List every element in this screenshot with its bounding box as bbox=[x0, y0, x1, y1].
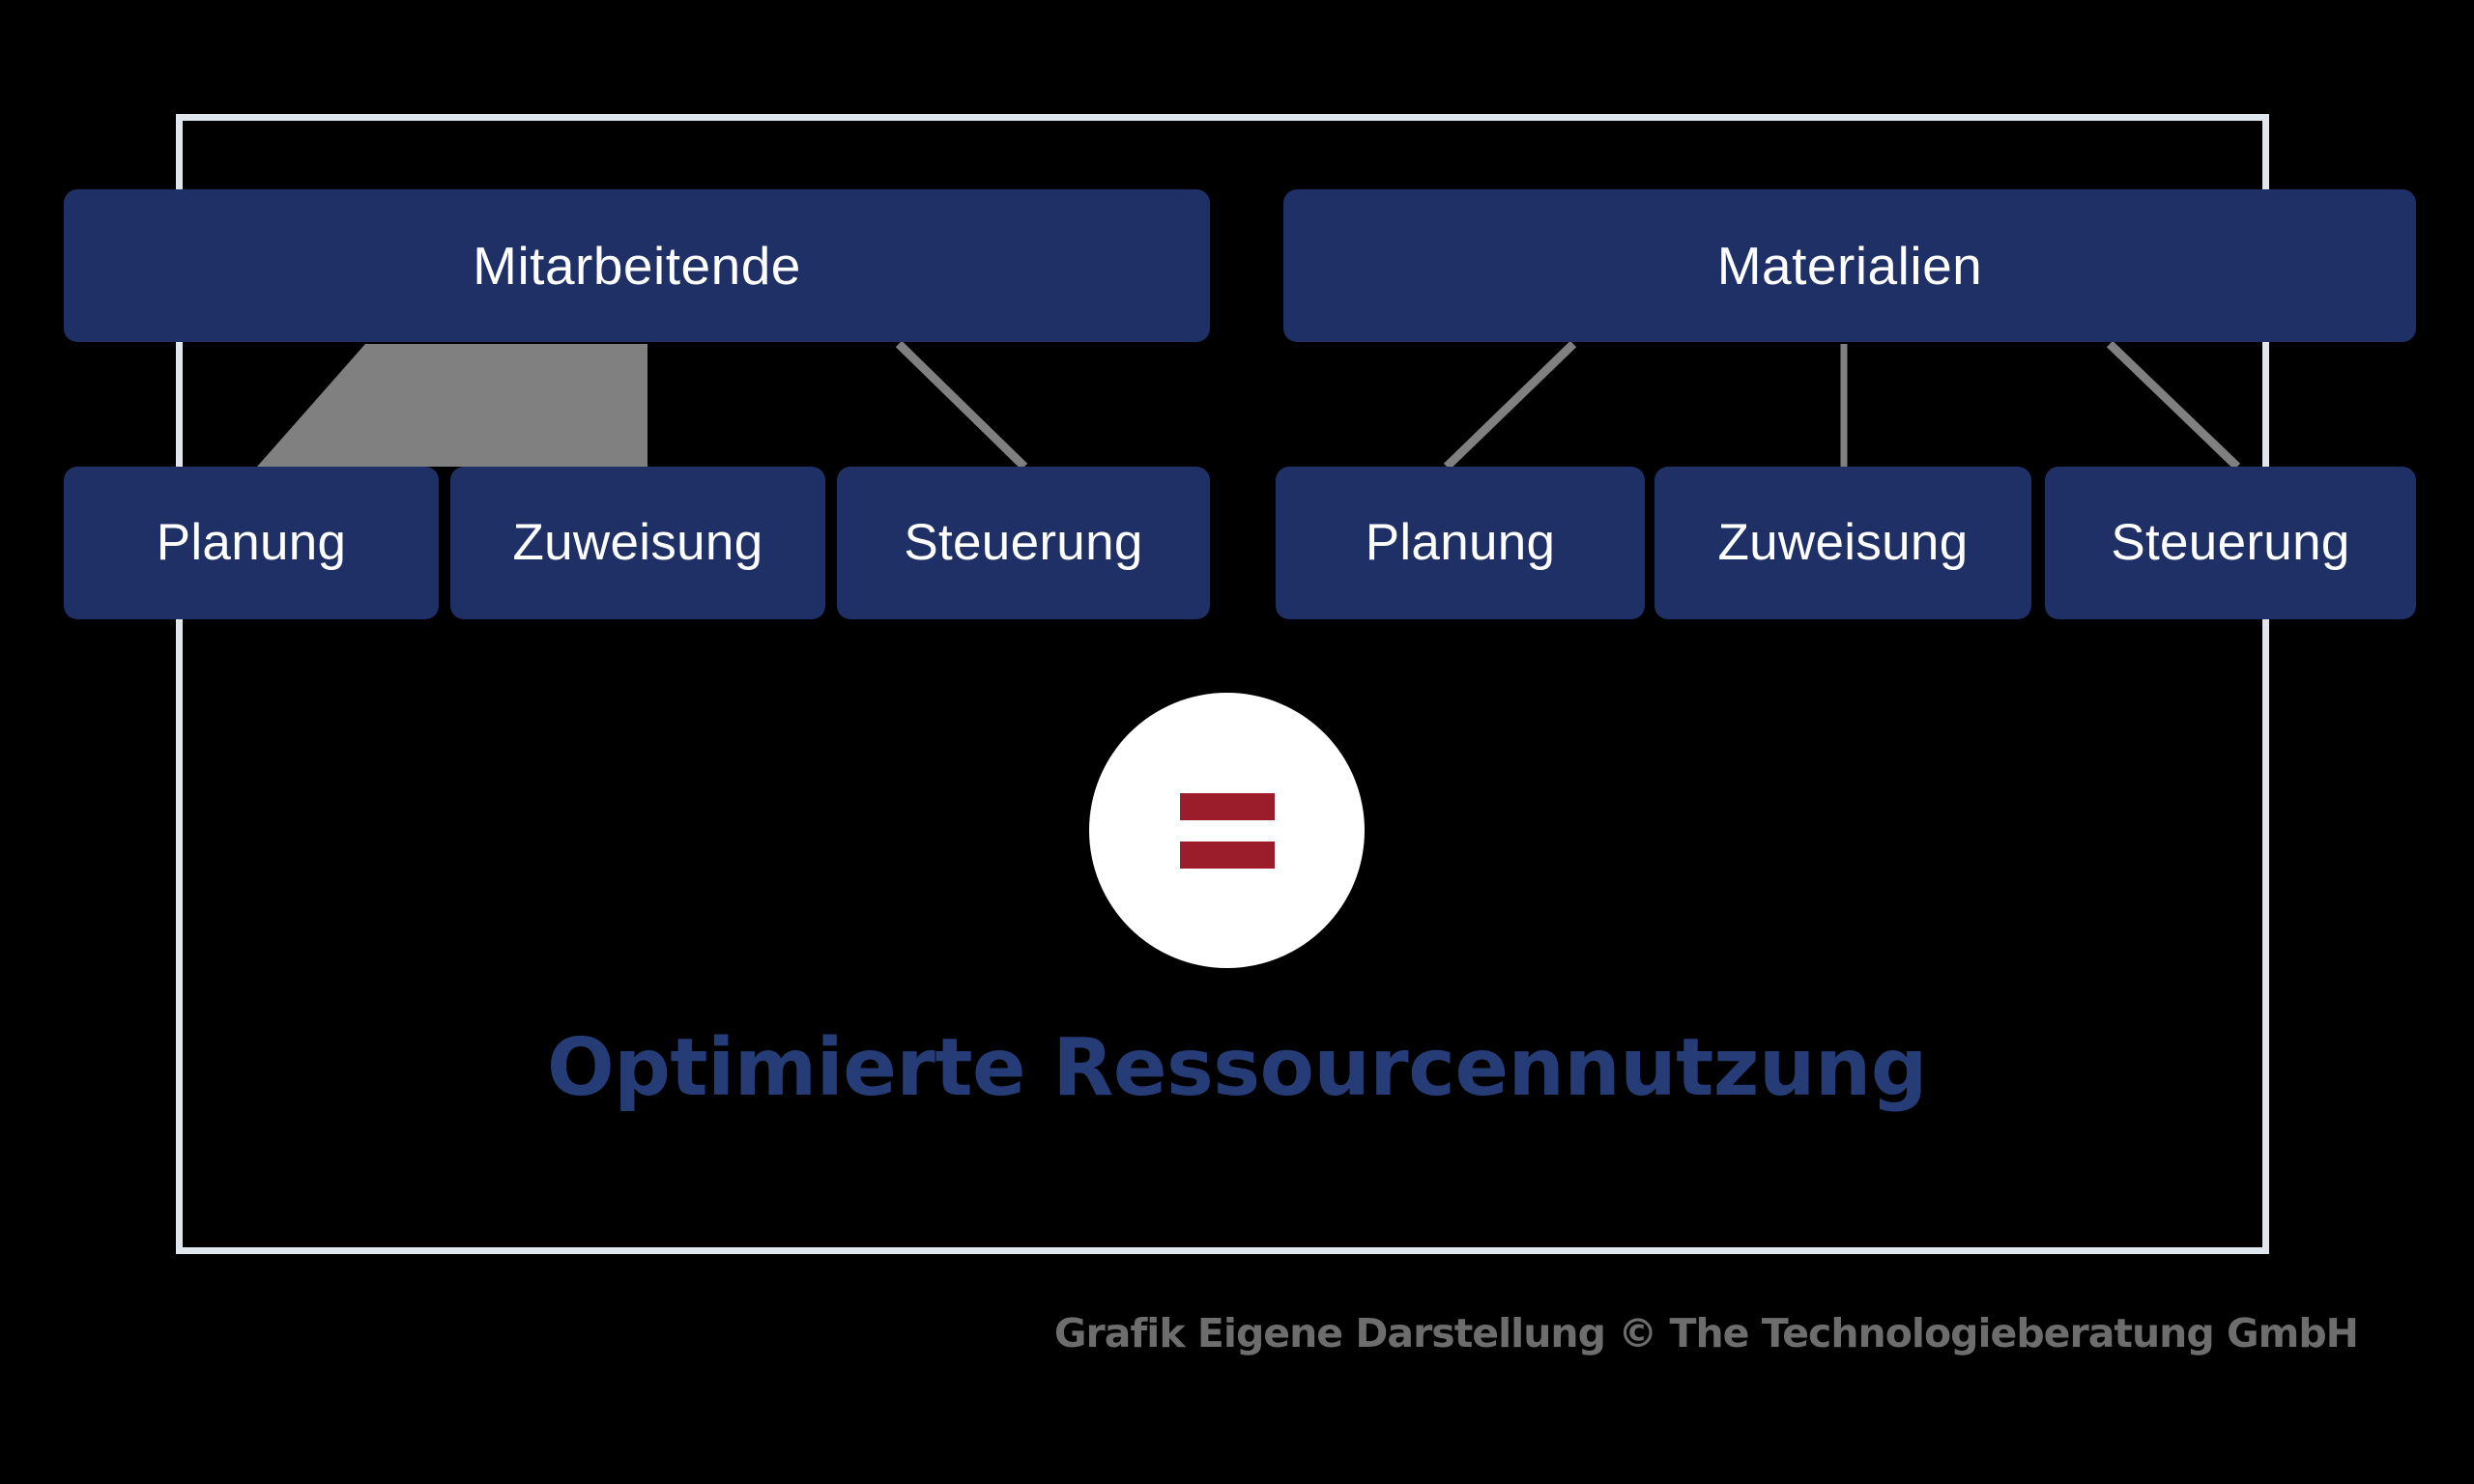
footer-credit: Grafik Eigene Darstellung © The Technolo… bbox=[1053, 1310, 2359, 1356]
node-mitarbeitende-steuerung-label: Steuerung bbox=[904, 513, 1143, 571]
node-materialien-steuerung-label: Steuerung bbox=[2111, 513, 2350, 571]
node-materialien[interactable]: Materialien bbox=[1283, 189, 2416, 342]
node-materialien-planung-label: Planung bbox=[1365, 513, 1556, 571]
node-mitarbeitende-zuweisung[interactable]: Zuweisung bbox=[450, 467, 825, 619]
node-mitarbeitende-planung-label: Planung bbox=[156, 513, 347, 571]
node-mitarbeitende-steuerung[interactable]: Steuerung bbox=[837, 467, 1210, 619]
node-mitarbeitende-planung[interactable]: Planung bbox=[64, 467, 439, 619]
node-mitarbeitende-zuweisung-label: Zuweisung bbox=[512, 513, 763, 571]
node-materialien-steuerung[interactable]: Steuerung bbox=[2045, 467, 2416, 619]
equals-bar-bottom bbox=[1179, 841, 1275, 869]
equals-sign-icon bbox=[1089, 693, 1365, 968]
node-mitarbeitende[interactable]: Mitarbeitende bbox=[64, 189, 1210, 342]
node-materialien-label: Materialien bbox=[1716, 235, 1983, 296]
node-materialien-zuweisung-label: Zuweisung bbox=[1717, 513, 1969, 571]
node-materialien-zuweisung[interactable]: Zuweisung bbox=[1654, 467, 2031, 619]
node-materialien-planung[interactable]: Planung bbox=[1276, 467, 1645, 619]
node-mitarbeitende-label: Mitarbeitende bbox=[473, 235, 801, 296]
bracket-frame bbox=[176, 114, 2269, 1254]
equals-bar-top bbox=[1179, 792, 1275, 820]
result-caption: Optimierte Ressourcennutzung bbox=[547, 1022, 1927, 1114]
